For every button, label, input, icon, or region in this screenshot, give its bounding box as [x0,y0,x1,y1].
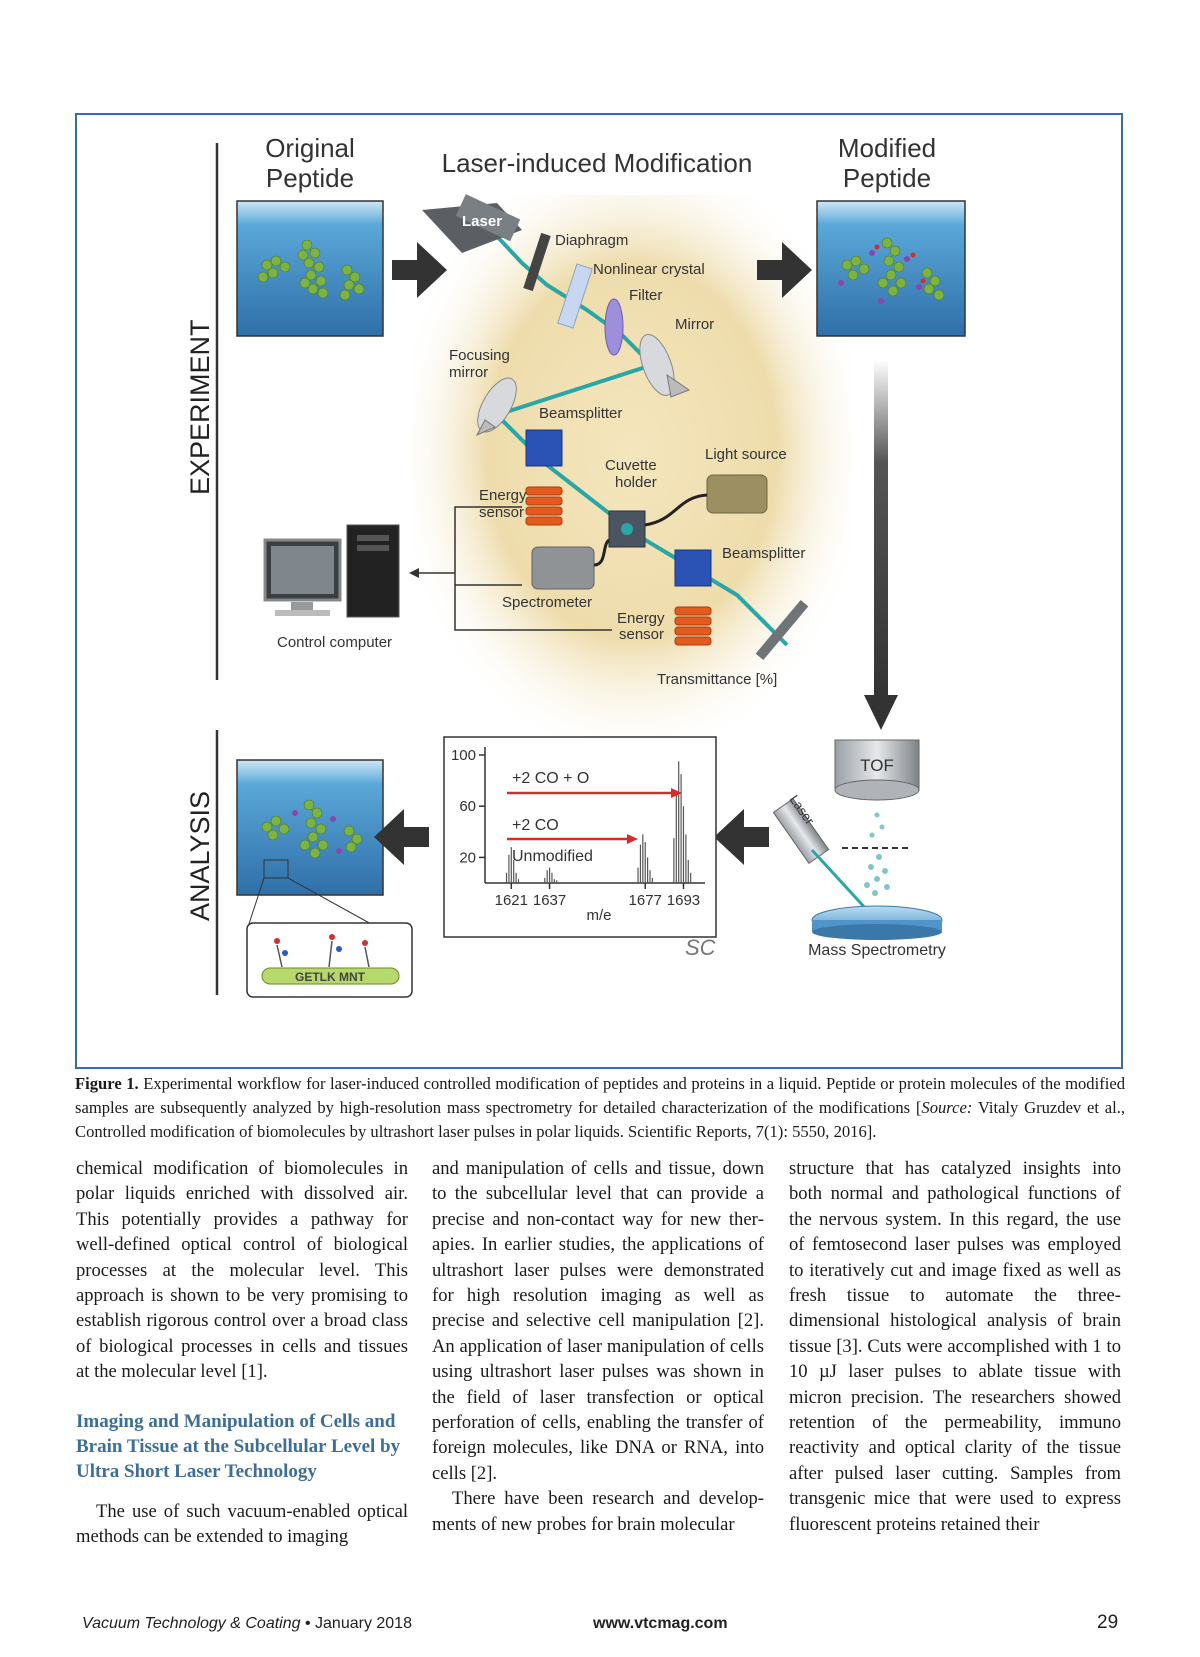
filter-label: Filter [629,287,662,304]
focusing-mirror [475,377,517,437]
footer-journal: Vacuum Technology & Coating • January 20… [82,1615,412,1633]
arrow-co-o-head [671,788,682,798]
caption-source-label: Source: [921,1098,973,1117]
title-modified-2: Peptide [843,163,931,193]
y-tick-label: 60 [459,798,476,815]
figure-1: EXPERIMENT ANALYSIS Original Peptide Las… [75,113,1123,1069]
energy-sensor-left-label-2: sensor [479,504,524,521]
figure-caption: Figure 1. Experimental workflow for lase… [75,1072,1125,1144]
title-original-2: Peptide [266,163,354,193]
title-original-1: Original [265,133,355,163]
arrow-co-head [627,834,638,844]
caption-source-text: Vitaly Gruzdev et al., Controlled modifi… [75,1098,1125,1141]
x-tick-label: 1621 [495,892,528,909]
arrow-setup-to-modified [757,242,812,298]
arrow-modified-to-analysis [864,360,898,730]
control-wiring [412,506,612,631]
caption-label: Figure 1. [75,1074,139,1093]
annotation-co: +2 CO [512,817,559,834]
analysis-label: ANALYSIS [185,791,215,921]
spectrometer-label: Spectrometer [502,594,592,611]
journal-name: Vacuum Technology & Coating [82,1615,301,1632]
diaphragm-label: Diaphragm [555,232,628,249]
mass-spectrometer: TOF Laser [772,739,943,940]
cuvette-holder-label-1: Cuvette [605,457,657,474]
title-center: Laser-induced Modification [442,148,753,178]
beamsplitter-top-label: Beamsplitter [539,405,622,422]
energy-sensor-bottom-label-2: sensor [619,626,664,643]
nonlinear-crystal [557,263,593,329]
focusing-mirror-label-2: mirror [449,364,488,381]
sequence-label: GETLK MNT [295,970,366,984]
mass-spectrometry-label: Mass Spectrometry [808,942,946,959]
section-heading: Imaging and Manipulation of Cells and Br… [76,1410,401,1483]
arrow-spectrum-to-peptide [374,809,429,865]
paragraph: chemical modification of biomolecules in… [76,1158,408,1383]
arrow-original-to-setup [392,242,447,298]
diaphragm [523,232,551,292]
paragraph: There have been research and develop­men… [432,1488,764,1535]
laser-head: Laser [422,194,522,253]
beamsplitter-right-label: Beamsplitter [722,545,805,562]
energy-sensor-bottom [674,606,712,646]
x-axis-label: m/e [586,907,611,924]
body-column-2: and manipulation of cells and tissue, do… [432,1156,764,1537]
modified-peptide-panel [816,200,966,337]
analysis-peptide-panel [236,759,384,931]
title-modified-1: Modified [838,133,936,163]
focusing-mirror-label-1: Focusing [449,347,510,364]
beamsplitter-top [525,429,563,467]
x-tick-label: 1677 [629,892,662,909]
setup-background-glow [412,195,852,765]
mirror [639,334,691,398]
y-tick-label: 100 [451,747,476,764]
issue-date: January 2018 [315,1615,412,1632]
cuvette-holder [608,510,646,548]
control-computer [263,524,400,618]
footer-bullet: • [300,1615,316,1632]
light-source [644,474,768,527]
caption-text: Experimental workflow for laser-induced … [75,1074,1126,1117]
paragraph: and manipulation of cells and tissue, do… [432,1158,764,1484]
beamsplitter-right [674,549,712,587]
laser-label: Laser [462,213,502,230]
mass-spectrum-chart: 100 60 20 1621 1637 1677 1693 +2 CO + O +2 CO… [443,736,717,938]
spectrometer [531,538,611,590]
annotation-unmodified: Unmodified [512,848,593,865]
mirror-label: Mirror [675,316,714,333]
energy-sensor-left [525,486,563,526]
body-column-1: chemical modification of biomolecules in… [76,1156,408,1550]
transmittance-plate [755,599,809,661]
paragraph: The use of such vacuum-enabled opti­cal … [76,1500,408,1548]
workflow-diagram: EXPERIMENT ANALYSIS Original Peptide Las… [185,133,966,998]
nonlinear-crystal-label: Nonlinear crystal [593,261,705,278]
tof-label: TOF [860,756,894,775]
annotation-co-o: +2 CO + O [512,770,589,787]
filter [604,298,624,356]
body-column-3: structure that has catalyzed insights in… [789,1156,1121,1537]
x-tick-label: 1637 [533,892,566,909]
experiment-label: EXPERIMENT [185,319,215,495]
signature: SC [685,935,716,960]
arrow-ms-to-spectrum [714,809,769,865]
y-tick-label: 20 [459,849,476,866]
footer-url[interactable]: www.vtcmag.com [593,1615,728,1632]
x-tick-label: 1693 [667,892,700,909]
energy-sensor-bottom-label-1: Energy [617,610,665,627]
original-peptide-panel [236,200,384,337]
paragraph: structure that has catalyzed insights in… [789,1158,1121,1535]
cuvette-holder-label-2: holder [615,474,657,491]
page-number: 29 [1097,1612,1119,1633]
control-computer-label: Control computer [277,634,392,651]
sequence-zoom-box: GETLK MNT [246,922,413,998]
light-source-label: Light source [705,446,787,463]
transmittance-label: Transmittance [%] [657,671,777,688]
energy-sensor-left-label-1: Energy [479,487,527,504]
chart-frame [443,736,717,938]
